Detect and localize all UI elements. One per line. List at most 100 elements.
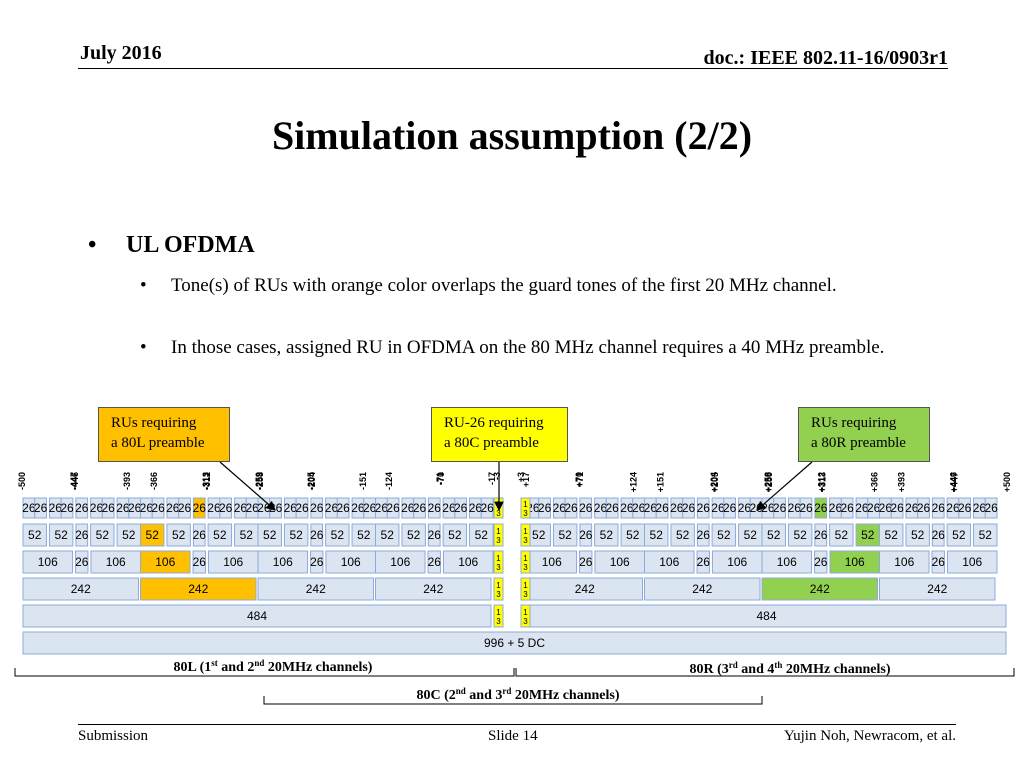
- ru-52-label: 52: [952, 528, 966, 542]
- dc-13-box: [520, 497, 531, 519]
- ru-26-label: 26: [579, 501, 593, 515]
- ru-52-box: [973, 523, 998, 547]
- ru-242-label: 242: [423, 582, 443, 596]
- ru-52-box: [738, 523, 763, 547]
- ru-26-box: [207, 497, 221, 519]
- ru-26-label: 26: [234, 501, 248, 515]
- ru-26-label: 26: [22, 501, 36, 515]
- callout-80l-line2: a 80L preamble: [111, 435, 205, 451]
- dc-13-box: [520, 604, 531, 628]
- ru-26-box: [469, 497, 482, 519]
- dc-13-tone-ru: 13: [493, 550, 504, 574]
- ru-52-label: 52: [96, 528, 110, 542]
- ru-106: 106: [761, 550, 813, 574]
- ru-52-label: 52: [911, 528, 925, 542]
- ru-52-label: 52: [793, 528, 807, 542]
- ru-106-box: [140, 550, 191, 574]
- ru-26-label: 26: [932, 501, 946, 515]
- ru-106-label: 106: [777, 555, 797, 569]
- ru-52: 52: [552, 523, 578, 547]
- ru-26-box: [890, 497, 904, 519]
- ru-26-label: 26: [469, 501, 483, 515]
- ru-52: 52: [594, 523, 619, 547]
- tone-label: -3: [492, 472, 502, 480]
- ru-106-label: 106: [341, 555, 361, 569]
- ru-26-label: 26: [442, 501, 456, 515]
- ru-26-label: 26: [337, 501, 351, 515]
- ru-26-label: 26: [579, 528, 593, 542]
- ru-26-label: 26: [579, 555, 593, 569]
- ru-52-box: [855, 523, 880, 547]
- tone-label: +313: [817, 472, 827, 492]
- ru-26-label: 26: [538, 501, 552, 515]
- ru-242-box: [761, 577, 878, 601]
- ru-52-box: [234, 523, 259, 547]
- ru-52-label: 52: [767, 528, 781, 542]
- ru-26: 26: [49, 497, 62, 519]
- ru-26-box: [101, 497, 115, 519]
- ru-52-label: 52: [676, 528, 690, 542]
- ru-26-box: [682, 497, 695, 519]
- ru-52: 52: [22, 523, 47, 547]
- ru-26: 26: [644, 497, 658, 519]
- ru-26-label: 26: [310, 528, 324, 542]
- bullet-sub-2-text: In those cases, assigned RU in OFDMA on …: [171, 337, 885, 358]
- ru-106-box: [594, 550, 646, 574]
- bracket-80c: [263, 696, 763, 705]
- ru-26-box: [696, 497, 710, 519]
- ru-26-label: 26: [454, 501, 468, 515]
- ru-26: 26: [984, 497, 998, 519]
- ru-26-label: 26: [682, 501, 696, 515]
- ru-26-box: [840, 497, 854, 519]
- ru-52-label: 52: [146, 528, 160, 542]
- ru-26: 26: [269, 497, 283, 519]
- ru-26: 26: [620, 497, 634, 519]
- ru-26-label: 26: [351, 501, 365, 515]
- ru-52-box: [257, 523, 282, 547]
- ru-26: 26: [401, 497, 415, 519]
- ru-106: 106: [711, 550, 763, 574]
- bullet-sub-1: • Tone(s) of RUs with orange color overl…: [140, 272, 940, 328]
- ru-26: 26: [363, 497, 377, 519]
- arrow-80r: [756, 461, 813, 511]
- ru-52: 52: [526, 523, 551, 547]
- ru-52-label: 52: [532, 528, 546, 542]
- ru-26-label: 26: [219, 501, 233, 515]
- ru-26: 26: [207, 497, 221, 519]
- ru-26-label: 26: [644, 501, 658, 515]
- tone-label: -447: [69, 472, 79, 490]
- ru-52-label: 52: [885, 528, 899, 542]
- footer-slide-number: Slide 14: [488, 728, 538, 744]
- ru-242-label: 242: [927, 582, 947, 596]
- dc-13-box: [520, 550, 531, 574]
- callout-arrows: [219, 461, 813, 512]
- ru-106-box: [257, 550, 309, 574]
- ru-26: 26: [336, 497, 351, 519]
- ru-106-label: 106: [845, 555, 865, 569]
- ru-26-box: [413, 497, 426, 519]
- ru-26-box: [442, 497, 456, 519]
- bracket-80c-label: 80C (2nd and 3rd 20MHz channels): [417, 686, 620, 703]
- ru-26: 26: [386, 497, 400, 519]
- ru-26: 26: [655, 497, 669, 519]
- dc-13-top: 1: [523, 500, 528, 509]
- ru-26-box: [931, 497, 945, 519]
- ru-26: 26: [75, 523, 89, 547]
- ru-26-box: [336, 497, 350, 519]
- dc-13-top: 1: [523, 554, 528, 563]
- ru-26: 26: [75, 497, 89, 519]
- ru-106-box: [325, 550, 377, 574]
- tone-label: -258: [255, 472, 265, 490]
- ru-26-box: [931, 523, 945, 547]
- ru-26: 26: [219, 497, 233, 519]
- ru-52-label: 52: [28, 528, 42, 542]
- ru-26-box: [829, 497, 842, 519]
- ru-106-box: [644, 550, 695, 574]
- ru-52-box: [116, 523, 142, 547]
- ru-52-label: 52: [381, 528, 395, 542]
- dc-13-bot: 3: [523, 617, 528, 626]
- ru-26-box: [931, 550, 945, 574]
- ru-26-box: [711, 497, 725, 519]
- bracket-80r: [515, 668, 1015, 677]
- dc-13-bot: 3: [496, 509, 501, 518]
